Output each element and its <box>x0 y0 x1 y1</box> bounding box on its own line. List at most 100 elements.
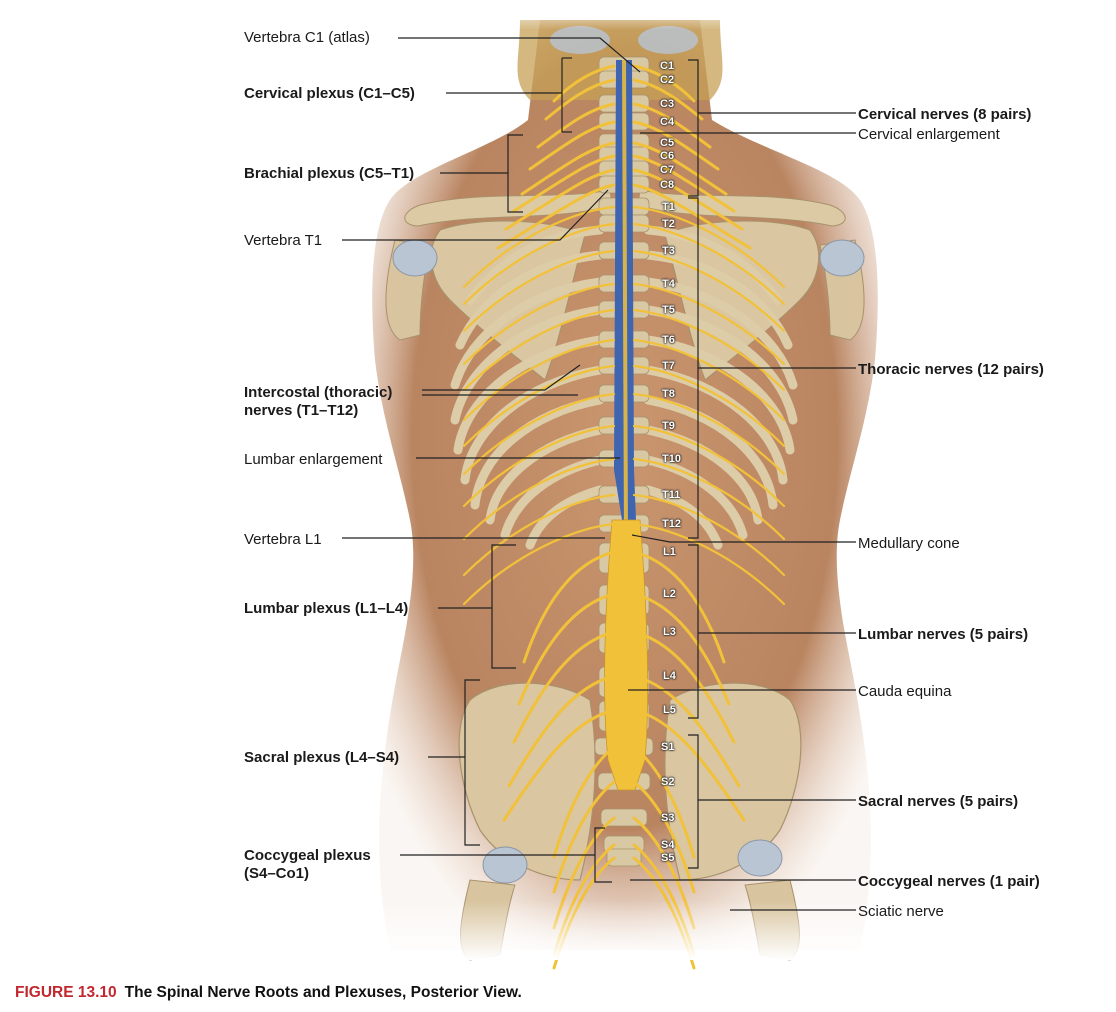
spinal-nerve <box>632 282 786 366</box>
spinal-nerve <box>522 550 616 664</box>
label-lumbar-enlargement: Lumbar enlargement <box>244 451 383 468</box>
label-thoracic-nerves: Thoracic nerves (12 pairs) <box>858 361 1044 378</box>
vertebra-tag-t8: T8 <box>662 388 675 400</box>
spinal-nerve <box>632 392 786 476</box>
spinal-nerve <box>462 249 616 333</box>
figure-caption: FIGURE 13.10 The Spinal Nerve Roots and P… <box>15 984 522 1002</box>
label-medullary-cone: Medullary cone <box>858 535 960 552</box>
vertebra-tag-l5: L5 <box>663 704 676 716</box>
spinal-nerve <box>632 338 786 422</box>
spinal-nerve <box>632 364 786 448</box>
label-sciatic-nerve: Sciatic nerve <box>858 903 944 920</box>
vertebra-tag-s5: S5 <box>661 852 675 864</box>
label-sacral-nerves: Sacral nerves (5 pairs) <box>858 793 1019 810</box>
spinal-nerve <box>632 457 786 541</box>
spinal-nerve <box>632 78 704 121</box>
label-coccygeal-plexus-line1: Coccygeal plexus <box>244 847 371 864</box>
spinal-nerve <box>632 308 786 392</box>
vertebral-column <box>594 56 654 867</box>
spinal-nerve <box>462 424 616 508</box>
spinal-nerve <box>632 168 744 231</box>
spinal-nerve <box>632 745 696 859</box>
label-cervical-nerves: Cervical nerves (8 pairs) <box>858 106 1032 123</box>
vertebra-tag-l2: L2 <box>663 588 676 600</box>
right-clavicle <box>637 189 846 227</box>
spinal-nerve <box>632 592 731 706</box>
spinal-nerve <box>517 592 616 706</box>
vertebra-body <box>606 848 642 867</box>
spinal-nerve <box>632 630 736 744</box>
spinal-nerve <box>632 102 712 149</box>
label-vertebra-l1: Vertebra L1 <box>244 531 322 548</box>
spinal-nerve <box>552 745 616 859</box>
right-ilium <box>664 682 802 881</box>
spinal-nerve <box>462 222 616 306</box>
spinal-nerve <box>496 183 616 250</box>
label-cervical-enlargement: Cervical enlargement <box>858 126 1000 143</box>
vertebra-tag-t4: T4 <box>662 278 675 290</box>
vertebra-tag-c4: C4 <box>660 116 675 128</box>
spinal-nerve <box>632 249 786 333</box>
spinal-nerve <box>502 708 616 822</box>
vertebra-tag-c3: C3 <box>660 98 675 110</box>
spinal-nerve <box>462 457 616 541</box>
vertebra-tag-c6: C6 <box>660 150 675 162</box>
spinal-nerve <box>520 141 616 196</box>
label-lumbar-plexus: Lumbar plexus (L1–L4) <box>244 600 409 617</box>
spinal-nerve <box>632 64 696 103</box>
spinal-nerve <box>632 522 786 606</box>
spinal-nerve <box>552 780 616 894</box>
spinal-nerve <box>632 205 786 289</box>
vertebra-tag-c7: C7 <box>660 164 675 176</box>
vertebra-tag-s3: S3 <box>661 812 675 824</box>
label-cauda-equina: Cauda equina <box>858 683 952 700</box>
spinal-nerve <box>632 154 736 213</box>
vertebra-tag-t7: T7 <box>662 360 675 372</box>
spinal-nerve <box>632 780 696 894</box>
vertebra-tag-t5: T5 <box>662 304 675 316</box>
spinal-nerve <box>462 282 616 366</box>
vertebra-tag-l3: L3 <box>663 626 676 638</box>
spinal-nerve <box>462 308 616 392</box>
vertebra-tag-t11: T11 <box>662 489 681 501</box>
spinal-nerve <box>462 338 616 422</box>
spinal-nerve <box>462 392 616 476</box>
label-intercostal-line1: Intercostal (thoracic) <box>244 384 393 401</box>
label-vertebra-t1: Vertebra T1 <box>244 232 323 249</box>
spinal-nerve <box>536 102 616 149</box>
spinal-nerve <box>544 78 616 121</box>
spinal-nerve <box>632 493 786 577</box>
spinal-nerve <box>462 205 616 289</box>
vertebra-tag-t2: T2 <box>662 218 675 230</box>
vertebra-tag-t3: T3 <box>662 245 675 257</box>
label-intercostal-line2: nerves (T1–T12) <box>244 402 359 419</box>
label-coccygeal-plexus-line2: (S4–Co1) <box>244 865 310 882</box>
leader-lines <box>342 37 856 911</box>
spinal-nerve <box>512 154 616 213</box>
label-sacral-plexus: Sacral plexus (L4–S4) <box>244 749 400 766</box>
spinal-nerve <box>507 674 616 788</box>
spinal-nerve <box>632 424 786 508</box>
spinal-nerve <box>462 522 616 606</box>
label-coccygeal-nerves: Coccygeal nerves (1 pair) <box>858 873 1040 890</box>
spinal-nerve <box>462 493 616 577</box>
spinal-nerve <box>632 222 786 306</box>
spinal-nerve <box>632 120 720 171</box>
vertebra-tag-s2: S2 <box>661 776 675 788</box>
cauda-equina-bundle <box>604 519 649 791</box>
figure-number: FIGURE 13.10 <box>15 984 117 1001</box>
vertebra-tag-c1: C1 <box>660 60 675 72</box>
vertebra-tag-l1: L1 <box>663 546 676 558</box>
vertebra-tag-c8: C8 <box>660 179 675 191</box>
spinal-nerve <box>462 364 616 448</box>
vertebra-tag-s4: S4 <box>661 839 675 851</box>
spinal-nerve <box>632 674 741 788</box>
vertebra-tag-s1: S1 <box>661 741 675 753</box>
vertebra-tag-t1: T1 <box>662 201 675 213</box>
figure-title: The Spinal Nerve Roots and Plexuses, Pos… <box>124 984 522 1001</box>
spinal-nerve <box>512 630 616 744</box>
spinal-nerve <box>504 168 616 231</box>
vertebra-tag-t12: T12 <box>662 518 681 530</box>
spinal-nerve <box>632 550 726 664</box>
